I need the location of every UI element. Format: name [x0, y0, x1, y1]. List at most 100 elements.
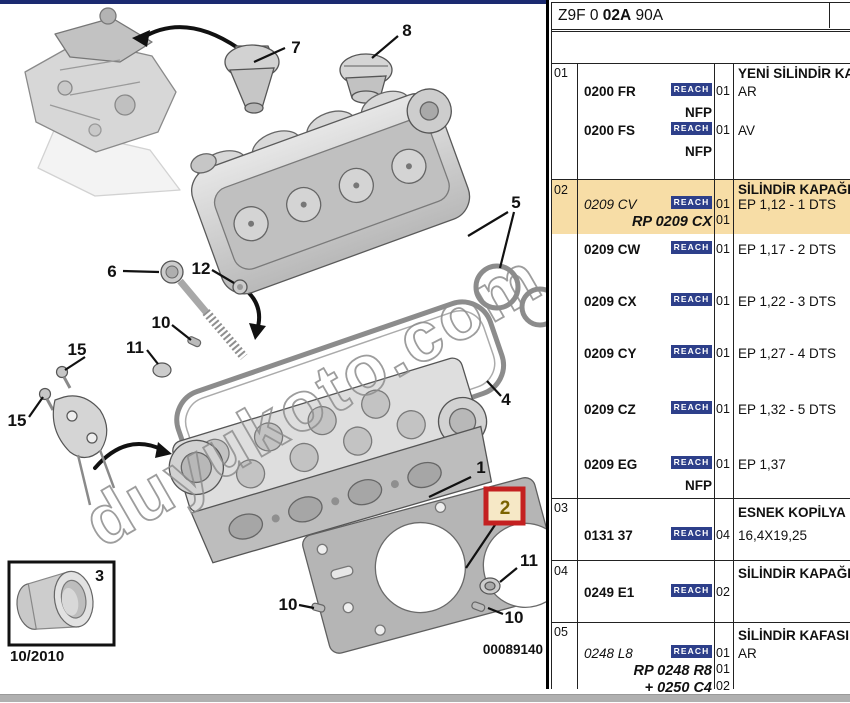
- qty: 01: [716, 213, 730, 227]
- reach-badge[interactable]: REACH: [671, 293, 712, 306]
- top-accent-bar: [0, 0, 546, 4]
- description: AV: [738, 123, 756, 138]
- dome-plugs: [152, 362, 501, 595]
- part-code-main: 02A: [602, 7, 632, 24]
- callout-10: 10: [505, 608, 524, 627]
- description: 16,4X19,25: [738, 528, 808, 543]
- section-ref: 01: [554, 66, 568, 80]
- qty: 01: [716, 402, 730, 416]
- panel-divider: [546, 0, 549, 689]
- reach-badge[interactable]: REACH: [671, 645, 712, 658]
- callout-6: 6: [107, 262, 116, 281]
- plug-cap: [339, 53, 393, 104]
- valve-cover: [190, 88, 471, 295]
- part-number[interactable]: 0200 FR: [584, 84, 636, 99]
- replacement-part-number[interactable]: RP 0209 CX: [631, 214, 712, 230]
- callout-3: 3: [95, 568, 104, 585]
- qty: 04: [716, 528, 730, 542]
- cylinder-head: [168, 357, 493, 564]
- part-number[interactable]: 0209 CY: [584, 346, 637, 361]
- part-code-prefix: Z9F 0: [558, 7, 603, 24]
- inset-box: 3 10/2010: [7, 560, 116, 665]
- callout-4: 4: [501, 390, 511, 409]
- oil-filler-cap: [224, 44, 280, 114]
- part-number[interactable]: 0131 37: [584, 528, 633, 543]
- section-title: ESNEK KOPİLYA: [738, 505, 846, 520]
- bottom-scroll-track[interactable]: [0, 694, 850, 702]
- replacement-part-number[interactable]: + 0250 C4: [644, 680, 712, 696]
- head-bolt: [160, 260, 248, 360]
- section-title: SİLİNDİR KAPAĞI C: [738, 182, 850, 197]
- qty: 01: [716, 346, 730, 360]
- callout-15: 15: [68, 340, 87, 359]
- qty: 02: [716, 585, 730, 599]
- parts-diagram: 7 8 5 6 12 10 11 15 15 1 4 11 10 10 2: [7, 7, 546, 665]
- reach-badge[interactable]: REACH: [671, 345, 712, 358]
- reach-badge[interactable]: REACH: [671, 527, 712, 540]
- description: AR: [738, 646, 757, 661]
- part-number[interactable]: 0209 EG: [584, 457, 638, 472]
- qty: 01: [716, 123, 730, 137]
- callout-11: 11: [520, 551, 538, 570]
- reach-badge[interactable]: REACH: [671, 456, 712, 469]
- table-column-divider: [733, 63, 734, 689]
- section-ref: 05: [554, 625, 568, 639]
- bracket-and-bolts: [38, 365, 116, 506]
- description: EP 1,22 - 3 DTS: [738, 294, 837, 309]
- section-title: SİLİNDİR KAPAĞI C: [738, 566, 850, 581]
- qty: 01: [716, 646, 730, 660]
- description: EP 1,17 - 2 DTS: [738, 242, 837, 257]
- description: EP 1,37: [738, 457, 786, 472]
- inset-date: 10/2010: [10, 648, 64, 665]
- nfp-label: NFP: [685, 478, 712, 493]
- table-column-divider: [577, 63, 578, 689]
- callout-5: 5: [511, 193, 520, 212]
- part-number[interactable]: 0249 E1: [584, 585, 635, 600]
- reach-badge[interactable]: REACH: [671, 241, 712, 254]
- description: EP 1,32 - 5 DTS: [738, 402, 837, 417]
- callout-12: 12: [192, 259, 211, 278]
- nfp-label: NFP: [685, 144, 712, 159]
- nfp-label: NFP: [685, 105, 712, 120]
- callout-2-highlight-box[interactable]: 2: [483, 486, 526, 526]
- section-ref: 02: [554, 183, 568, 197]
- section-ref: 04: [554, 564, 568, 578]
- reach-badge[interactable]: REACH: [671, 83, 712, 96]
- callout-10: 10: [279, 595, 298, 614]
- reach-badge[interactable]: REACH: [671, 584, 712, 597]
- part-code-suffix: 90A: [631, 7, 664, 24]
- part-code: Z9F 0 02A 90A: [558, 7, 663, 25]
- description: EP 1,12 - 1 DTS: [738, 197, 837, 212]
- engine-thumbnail: [24, 7, 181, 197]
- qty: 01: [716, 457, 730, 471]
- part-number[interactable]: 0200 FS: [584, 123, 636, 138]
- qty: 01: [716, 197, 730, 211]
- part-number[interactable]: 0209 CX: [584, 294, 637, 309]
- part-code-box: [551, 2, 850, 30]
- reach-badge[interactable]: REACH: [671, 122, 712, 135]
- reach-badge[interactable]: REACH: [671, 196, 712, 209]
- doc-number: 00089140: [483, 642, 543, 657]
- qty: 01: [716, 294, 730, 308]
- section-title: SİLİNDİR KAFASI K: [738, 628, 850, 643]
- bushing-drawing: [16, 570, 94, 630]
- callout-1: 1: [476, 458, 485, 477]
- qty: 01: [716, 662, 730, 676]
- section-ref: 03: [554, 501, 568, 515]
- description: AR: [738, 84, 757, 99]
- callout-7: 7: [291, 38, 300, 57]
- part-number[interactable]: 0209 CW: [584, 242, 641, 257]
- nut: [232, 279, 248, 295]
- callout-10: 10: [152, 313, 171, 332]
- part-number[interactable]: 0209 CZ: [584, 402, 636, 417]
- callout-15: 15: [8, 411, 27, 430]
- part-number[interactable]: 0209 CV: [584, 197, 637, 212]
- callout-2[interactable]: 2: [500, 498, 511, 519]
- reach-badge[interactable]: REACH: [671, 401, 712, 414]
- part-number[interactable]: 0248 L8: [584, 646, 633, 661]
- leader-lines: [28, 35, 518, 616]
- replacement-part-number[interactable]: RP 0248 R8: [633, 663, 712, 679]
- qty: 01: [716, 84, 730, 98]
- qty: 02: [716, 679, 730, 693]
